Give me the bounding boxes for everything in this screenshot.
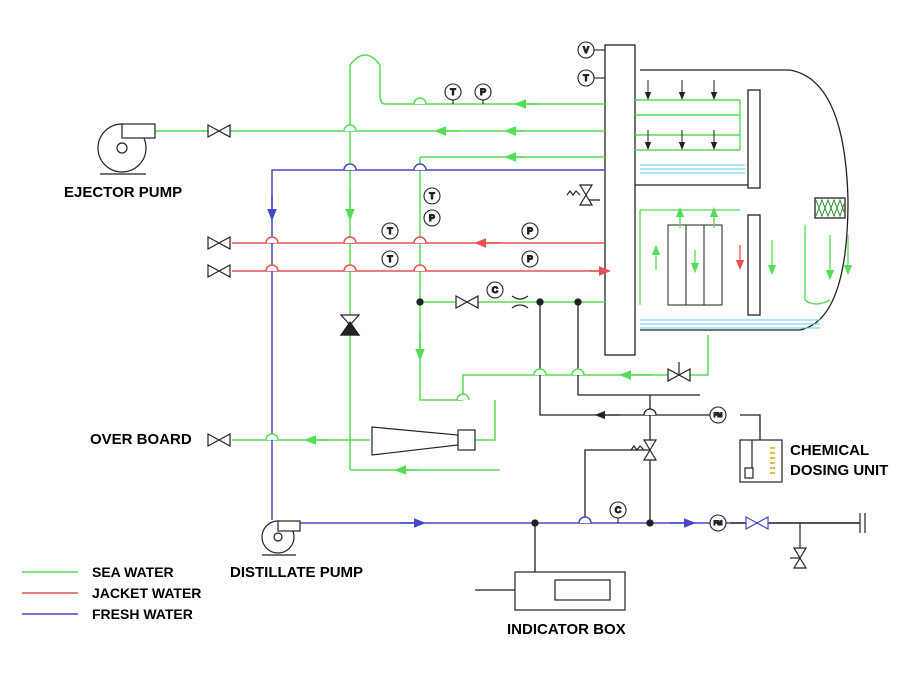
valves — [207, 123, 808, 569]
legend-sea-water: SEA WATER — [92, 564, 174, 580]
feed-pressure-gauge: P — [423, 209, 441, 227]
svg-text:FM: FM — [714, 521, 723, 527]
svg-text:P: P — [527, 254, 533, 264]
distillate-pump-label: DISTILLATE PUMP — [230, 564, 364, 581]
condenser-internal-flow — [635, 99, 741, 151]
svg-text:C: C — [492, 285, 499, 295]
return-valve-icon — [667, 362, 691, 383]
jacket-outlet-valve-icon — [207, 263, 231, 279]
svg-text:T: T — [450, 87, 456, 97]
condenser-water-lines — [640, 164, 820, 329]
orifice-icon — [511, 295, 529, 309]
chemical-dosing-label-1: CHEMICAL — [790, 442, 870, 459]
jw-in-pressure-gauge: P — [521, 222, 539, 240]
distillate-flowmeter: FM — [709, 514, 727, 532]
legend-jacket-water: JACKET WATER — [92, 585, 202, 601]
svg-text:T: T — [429, 191, 435, 201]
legend-swatches — [22, 571, 78, 615]
drain-valve-icon — [790, 547, 808, 569]
evaporator-vessel — [604, 44, 849, 356]
relief-valve-icon — [566, 184, 594, 206]
overboard-valve-icon — [207, 432, 231, 448]
jw-out-pressure-gauge: P — [521, 250, 539, 268]
svg-text:P: P — [527, 226, 533, 236]
indicator-box-icon — [514, 571, 626, 611]
heater-tube-bundle — [667, 224, 723, 306]
control-piping — [416, 199, 761, 591]
distillate-pump-icon — [261, 520, 301, 556]
fresh-water-discharge — [730, 513, 866, 548]
salinity-sensor: C — [609, 501, 627, 523]
chemical-dosing-label-2: DOSING UNIT — [790, 462, 889, 479]
discharge-valve-icon — [745, 515, 769, 531]
chemical-dosing-tank-icon — [739, 439, 783, 483]
over-board-label: OVER BOARD — [90, 431, 192, 448]
feed-valve-icon — [455, 294, 479, 310]
pipe-crossovers — [265, 97, 657, 524]
steam-down-arrows — [644, 80, 718, 150]
brine-air-ejector-icon — [371, 426, 476, 456]
svg-text:T: T — [583, 73, 589, 83]
legend-fresh-water: FRESH WATER — [92, 606, 193, 622]
svg-text:T: T — [387, 226, 393, 236]
demister — [815, 198, 845, 218]
solenoid-valve-icon — [630, 439, 658, 461]
instruments: V T T P T P T T P P C C FM FM — [381, 41, 727, 532]
ejector-pump-icon — [97, 123, 156, 175]
svg-text:P: P — [480, 87, 486, 97]
svg-text:P: P — [429, 213, 435, 223]
ejector-pump-label: EJECTOR PUMP — [64, 184, 183, 201]
suction-check-valve-icon — [339, 314, 361, 336]
jw-out-temp-gauge: T — [381, 250, 399, 268]
jacket-inlet-valve-icon — [207, 235, 231, 251]
vessel-temp-gauge: T — [577, 69, 605, 87]
svg-text:V: V — [583, 45, 589, 55]
dosing-flowmeter: FM — [709, 406, 727, 424]
heater-internal-flow — [639, 206, 853, 305]
sw-temp-gauge: T — [444, 83, 462, 104]
indicator-box-label: INDICATOR BOX — [507, 621, 626, 638]
svg-text:FM: FM — [714, 413, 723, 419]
jw-in-temp-gauge: T — [381, 222, 399, 240]
feed-temp-gauge: T — [423, 187, 441, 205]
sw-pressure-gauge: P — [474, 83, 492, 104]
voltmeter-gauge: V — [577, 41, 605, 59]
feed-conductivity-sensor: C — [486, 281, 504, 299]
svg-text:T: T — [387, 254, 393, 264]
ejector-valve-icon — [207, 123, 231, 139]
svg-text:C: C — [615, 505, 622, 515]
